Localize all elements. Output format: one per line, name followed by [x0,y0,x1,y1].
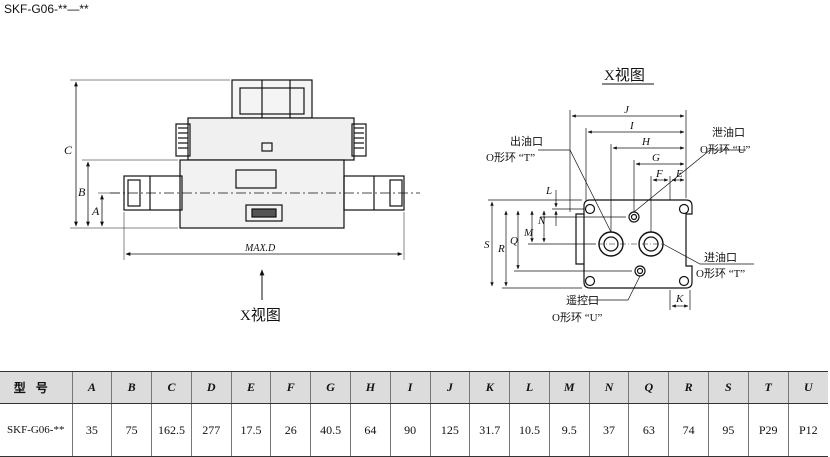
dim-n-label: N [537,215,546,227]
table-header-b: B [111,371,152,404]
table-cell-h: 64 [349,403,391,457]
solenoid-housing [187,117,355,161]
outlet-t-line2: O形环 “T” [486,151,535,164]
top-connector-block [231,79,313,119]
table-header-model: 型号 [0,371,72,404]
table-cell-m: 9.5 [548,403,590,457]
table-cell-e: 17.5 [230,403,271,457]
table-header-s: S [708,371,749,404]
dim-f-label: F [655,168,663,180]
inlet-t-line1: 进油口 [704,250,737,264]
model-title: SKF-G06-**—** [4,2,89,16]
table-header-d: D [190,371,232,404]
table-cell-a: 35 [71,403,112,457]
table-cell-f: 26 [270,403,311,457]
dim-a-label: A [91,204,100,218]
table-header-f: F [270,371,311,404]
dim-c-label: C [64,143,73,157]
table-header-e: E [230,371,271,404]
front-view [110,79,420,229]
drain-u-line1: 泄油口 [712,125,745,139]
table-header-m: M [548,371,590,404]
left-knob [175,123,191,157]
front-view-dimensions [70,79,405,300]
dim-g-label: G [652,152,660,164]
table-header-a: A [71,371,112,404]
table-cell-j: 125 [429,403,470,457]
nameplate [245,204,283,222]
dim-maxd-label: MAX.D [244,243,276,254]
dim-m-label: M [523,227,534,239]
table-cell-i: 90 [389,403,431,457]
table-header-t: T [747,371,789,404]
table-header-l: L [509,371,550,404]
table-header-u: U [787,371,828,404]
table-cell-d: 277 [190,403,232,457]
dim-b-label: B [78,185,86,199]
right-knob [351,123,367,157]
table-cell-n: 37 [588,403,629,457]
x-view-title: X视图 [604,67,645,84]
dim-r-label: R [497,243,505,255]
dim-e-label: E [675,168,683,180]
table-header-n: N [588,371,629,404]
table-header-k: K [469,371,510,404]
outlet-t-line1: 出油口 [510,134,543,148]
x-view-arrow-label: X视图 [240,307,281,324]
table-header-g: G [310,371,351,404]
table-cell-l: 10.5 [509,403,550,457]
table-cell-model: SKF-G06-** [0,403,72,457]
table-header-q: Q [628,371,669,404]
indicator [261,142,273,152]
pilot-u-line2: O形环 “U” [552,311,603,324]
table-cell-t: P29 [747,403,789,457]
table-cell-b: 75 [111,403,152,457]
dim-q-label: Q [510,235,518,247]
pilot-u-line1: 遥控口 [566,293,599,307]
dim-s-label: S [484,239,490,251]
dim-k-label: K [675,293,684,305]
dim-h-label: H [641,136,651,148]
table-cell-g: 40.5 [310,403,351,457]
technical-drawing: C B A MAX.D X视图 X视图 [64,67,754,324]
table-cell-s: 95 [708,403,749,457]
x-view-dimensions [488,110,754,310]
dim-l-label: L [545,185,552,197]
table-cell-q: 63 [628,403,669,457]
table-header-h: H [349,371,391,404]
inlet-t-line2: O形环 “T” [696,267,745,280]
table-header-j: J [429,371,470,404]
table-cell-k: 31.7 [469,403,510,457]
table-header-i: I [389,371,431,404]
table-header-c: C [151,371,192,404]
table-cell-r: 74 [668,403,709,457]
dim-j-label: J [624,104,630,116]
dim-i-label: I [629,120,635,132]
x-view [575,199,693,289]
drain-u-line2: O形环 “U” [700,143,751,156]
table-cell-c: 162.5 [151,403,192,457]
table-header-r: R [668,371,709,404]
table-cell-u: P12 [787,403,828,457]
